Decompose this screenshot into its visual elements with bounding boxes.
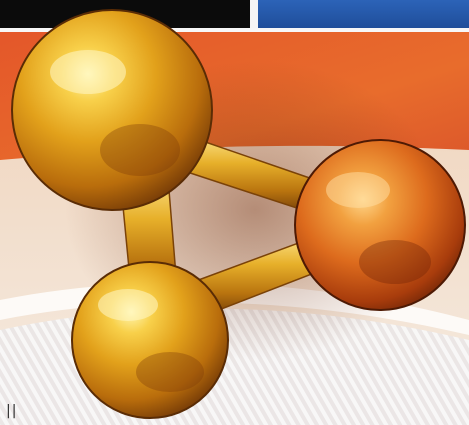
top-color-band xyxy=(0,0,469,32)
atom-bottom-left xyxy=(71,261,229,419)
blue-band xyxy=(258,0,469,28)
band-gap xyxy=(250,0,258,32)
corner-mark: || xyxy=(6,403,18,419)
atom-right xyxy=(294,139,466,311)
atom-top-left xyxy=(11,9,213,211)
band-divider xyxy=(0,28,469,32)
